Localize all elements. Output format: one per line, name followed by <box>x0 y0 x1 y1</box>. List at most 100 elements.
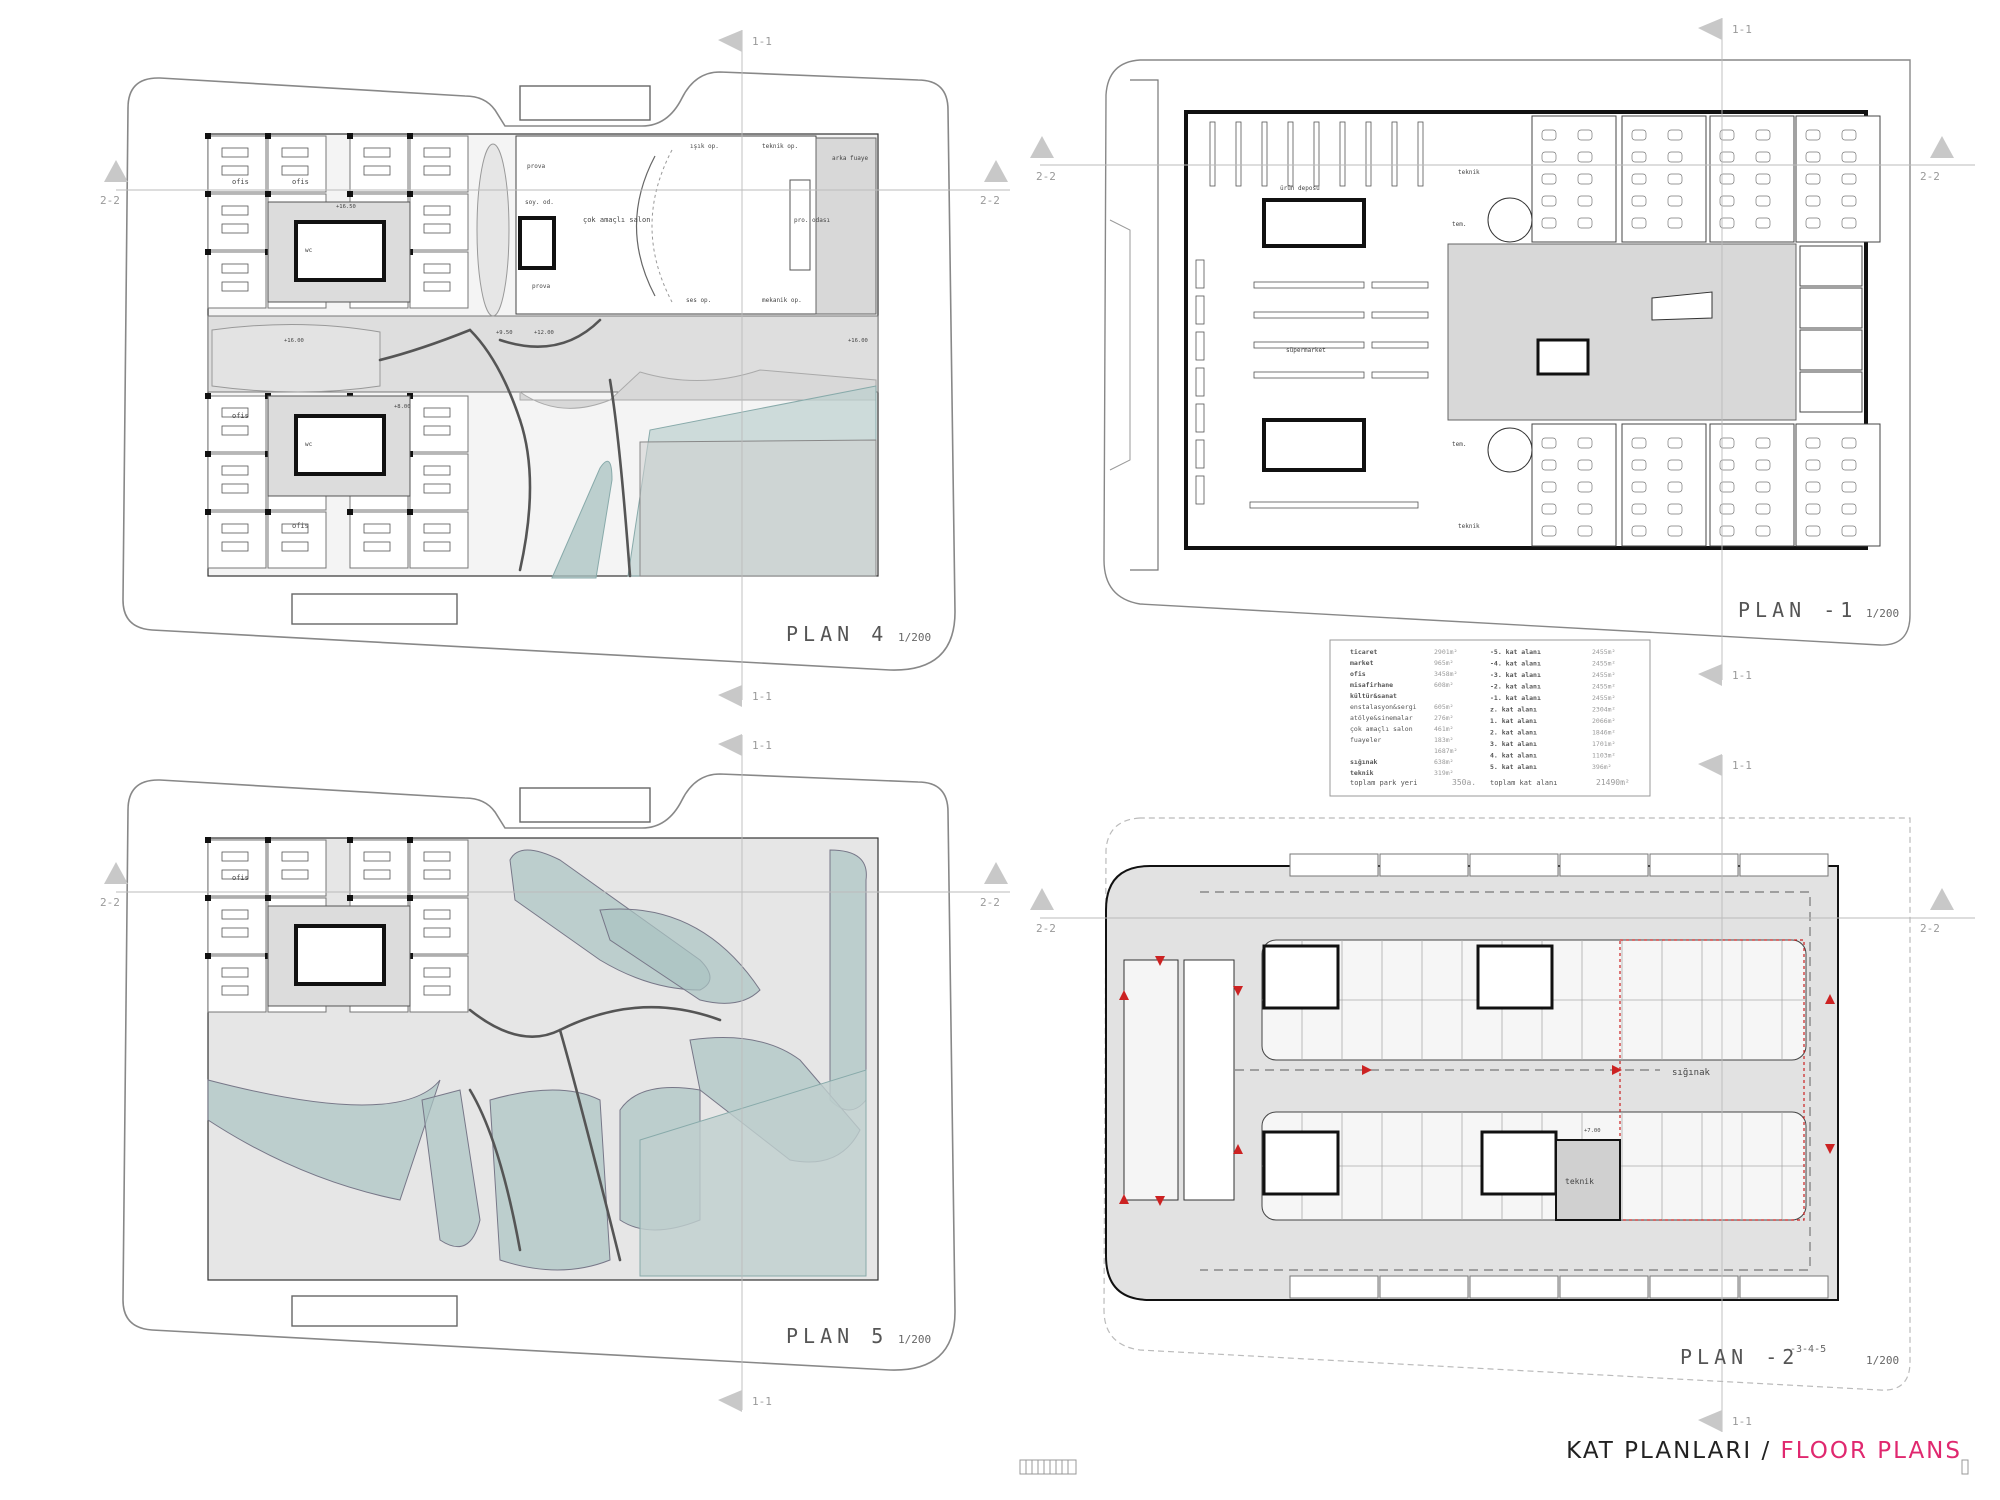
axis-label-b-5: 2-2 <box>1036 170 1056 183</box>
area-row-label: -1. kat alanı <box>1490 694 1541 702</box>
fixture <box>1841 525 1857 537</box>
column <box>407 837 413 843</box>
axis-label-a-7: 1-1 <box>1732 759 1752 772</box>
desk <box>423 541 451 552</box>
fixture <box>1631 437 1647 449</box>
column <box>347 133 353 139</box>
fixture <box>1755 437 1771 449</box>
office-cell <box>267 511 327 569</box>
fixture <box>1541 459 1557 471</box>
area-row-value: 2455m² <box>1592 671 1615 679</box>
plan-minus-1-title: PLAN -1 <box>1738 598 1857 622</box>
room-label-cok-amacli-salon: çok amaçlı salon <box>583 216 650 224</box>
store-unit <box>1799 287 1863 329</box>
parking-space <box>1559 853 1649 877</box>
axis-label-b-1: 2-2 <box>100 194 120 207</box>
office-cell <box>409 135 469 193</box>
fixture <box>1805 151 1821 163</box>
axis-label-a-8: 1-1 <box>1732 1415 1752 1428</box>
area-row-value: 608m² <box>1434 681 1454 689</box>
desk <box>221 909 249 920</box>
plan-4-scale: 1/200 <box>898 631 931 644</box>
fixture <box>1805 173 1821 185</box>
desk <box>423 967 451 978</box>
desk <box>221 465 249 476</box>
room-label-ofis-5: ofis <box>232 874 249 882</box>
column <box>205 249 211 255</box>
shelf <box>1287 121 1294 187</box>
fixture <box>1577 525 1593 537</box>
level-mark-4: +9.50 <box>496 330 513 336</box>
fixture <box>1577 151 1593 163</box>
desk <box>423 425 451 436</box>
desk <box>221 165 249 176</box>
shelf <box>1371 341 1429 349</box>
store-unit <box>1709 423 1795 547</box>
column <box>407 191 413 197</box>
area-row-value: 1687m² <box>1434 747 1457 755</box>
room-label-prova-1: prova <box>527 163 545 170</box>
plan-minus-1 <box>1103 59 1911 646</box>
fixture <box>1719 195 1735 207</box>
fixture <box>1719 459 1735 471</box>
fixture <box>1541 173 1557 185</box>
fixture <box>1755 151 1771 163</box>
room-label-pro-odasi: pro. odası <box>794 217 831 224</box>
office-cell <box>207 897 267 955</box>
desk <box>423 927 451 938</box>
office-cell <box>207 511 267 569</box>
area-row-value: 2901m² <box>1434 648 1457 656</box>
level-mark-2: +16.00 <box>284 338 304 344</box>
fixture <box>1755 195 1771 207</box>
shelf <box>1195 367 1205 397</box>
level-mark-1: +16.50 <box>336 204 356 210</box>
area-row-label: -2. kat alanı <box>1490 683 1541 691</box>
desk <box>281 869 309 880</box>
plan-4 <box>122 71 956 671</box>
area-row-label: 2. kat alanı <box>1490 729 1537 737</box>
shelf <box>1339 121 1346 187</box>
fixture <box>1841 459 1857 471</box>
area-row-value: 3458m² <box>1434 670 1457 678</box>
desk <box>221 147 249 158</box>
area-row-value: 2455m² <box>1592 683 1615 691</box>
desk <box>221 263 249 274</box>
desk <box>221 985 249 996</box>
column <box>265 509 271 515</box>
area-row-label: -4. kat alanı <box>1490 660 1541 668</box>
fixture <box>1667 437 1683 449</box>
column <box>205 837 211 843</box>
shelf <box>1391 121 1398 187</box>
fixture <box>1719 129 1735 141</box>
shelf <box>1209 121 1216 187</box>
fixture <box>1577 503 1593 515</box>
parking-space <box>1649 1275 1739 1299</box>
office-cell <box>207 135 267 193</box>
area-row-value: 638m² <box>1434 758 1454 766</box>
fixture <box>1577 437 1593 449</box>
fixture <box>1577 217 1593 229</box>
area-row-value: 276m² <box>1434 714 1454 722</box>
desk <box>363 869 391 880</box>
shelf <box>1371 371 1429 379</box>
traffic-arrow <box>1612 1065 1622 1075</box>
desk <box>221 281 249 292</box>
parking-space <box>1559 1275 1649 1299</box>
fixture <box>1631 503 1647 515</box>
fixture <box>1755 129 1771 141</box>
office-cell <box>349 135 409 193</box>
fixture <box>1841 195 1857 207</box>
fixture <box>1755 503 1771 515</box>
shelf <box>1417 121 1424 187</box>
area-row-value: 1701m² <box>1592 740 1615 748</box>
room-label-teknik-3: teknik <box>1565 1177 1594 1186</box>
traffic-arrow <box>1119 1194 1129 1204</box>
fixture <box>1631 129 1647 141</box>
area-row-label: çok amaçlı salon <box>1350 725 1413 733</box>
axis-label-a-1: 1-1 <box>752 35 772 48</box>
parking-space <box>1379 853 1469 877</box>
desk <box>221 869 249 880</box>
fixture <box>1631 459 1647 471</box>
room-label-ofis-4: ofis <box>292 522 309 530</box>
